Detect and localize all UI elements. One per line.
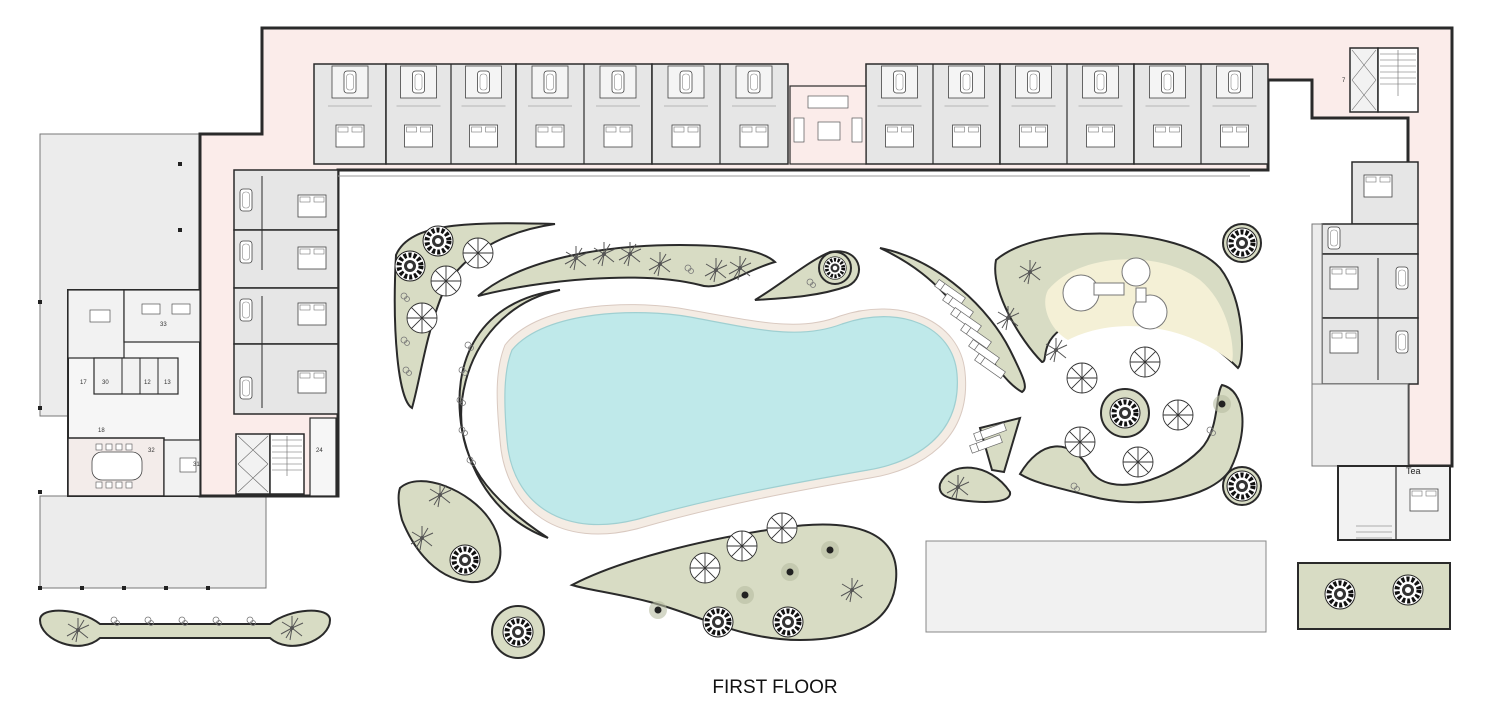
bathtub-icon xyxy=(1094,70,1107,94)
top-guest-rooms xyxy=(313,63,1269,165)
open-deck xyxy=(925,540,1267,633)
svg-text:13: 13 xyxy=(164,380,171,386)
bed-icon xyxy=(335,124,365,148)
bathtub-icon xyxy=(477,70,490,94)
bed-icon xyxy=(404,124,433,148)
stair-core-left xyxy=(235,433,271,495)
svg-text:30: 30 xyxy=(102,380,109,386)
svg-text:33: 33 xyxy=(160,322,167,328)
svg-text:12: 12 xyxy=(144,380,151,386)
office-2 xyxy=(123,289,201,343)
bathtub-icon xyxy=(1161,70,1174,94)
bed-icon xyxy=(603,124,633,148)
bathtub-icon xyxy=(343,70,357,94)
bathtub-icon xyxy=(412,70,425,94)
parking-area-lower xyxy=(39,495,267,589)
right-guest-rooms xyxy=(1321,161,1419,385)
cabana-deck xyxy=(1062,257,1168,330)
bed-icon xyxy=(1086,124,1115,148)
svg-text:31: 31 xyxy=(193,462,200,468)
svg-text:32: 32 xyxy=(148,448,155,454)
stair-icon xyxy=(272,436,302,476)
pool xyxy=(504,312,958,526)
bathtub-icon xyxy=(679,70,693,94)
svg-text:7: 7 xyxy=(1342,78,1346,84)
bed-icon xyxy=(739,124,769,148)
column-markers xyxy=(38,162,210,590)
bathtub-icon xyxy=(611,70,625,94)
bathtub-icon xyxy=(960,70,973,94)
bed-icon xyxy=(1220,124,1249,148)
bed-icon xyxy=(671,124,701,148)
stair-core-right xyxy=(1349,47,1379,113)
plan-title: FIRST FLOOR xyxy=(712,677,837,698)
svg-text:24: 24 xyxy=(316,448,323,454)
bed-icon xyxy=(952,124,981,148)
svg-text:17: 17 xyxy=(80,380,87,386)
bed-icon xyxy=(469,124,498,148)
office-1 xyxy=(67,289,125,359)
bathtub-icon xyxy=(893,70,906,94)
bathtub-icon xyxy=(1027,70,1040,94)
sofa-icon xyxy=(807,95,849,109)
left-guest-rooms xyxy=(233,169,339,415)
bathtub-icon xyxy=(1228,70,1241,94)
bed-icon xyxy=(535,124,565,148)
bathtub-icon xyxy=(747,70,761,94)
bed-icon xyxy=(885,124,914,148)
svg-text:18: 18 xyxy=(98,428,105,434)
tea-label: Tea xyxy=(1406,466,1421,476)
bathtub-icon xyxy=(543,70,557,94)
bed-icon xyxy=(1153,124,1182,148)
bed-icon xyxy=(1019,124,1048,148)
room-numbers: 33 32 31 30 12 13 17 18 24 7 xyxy=(80,78,1346,468)
